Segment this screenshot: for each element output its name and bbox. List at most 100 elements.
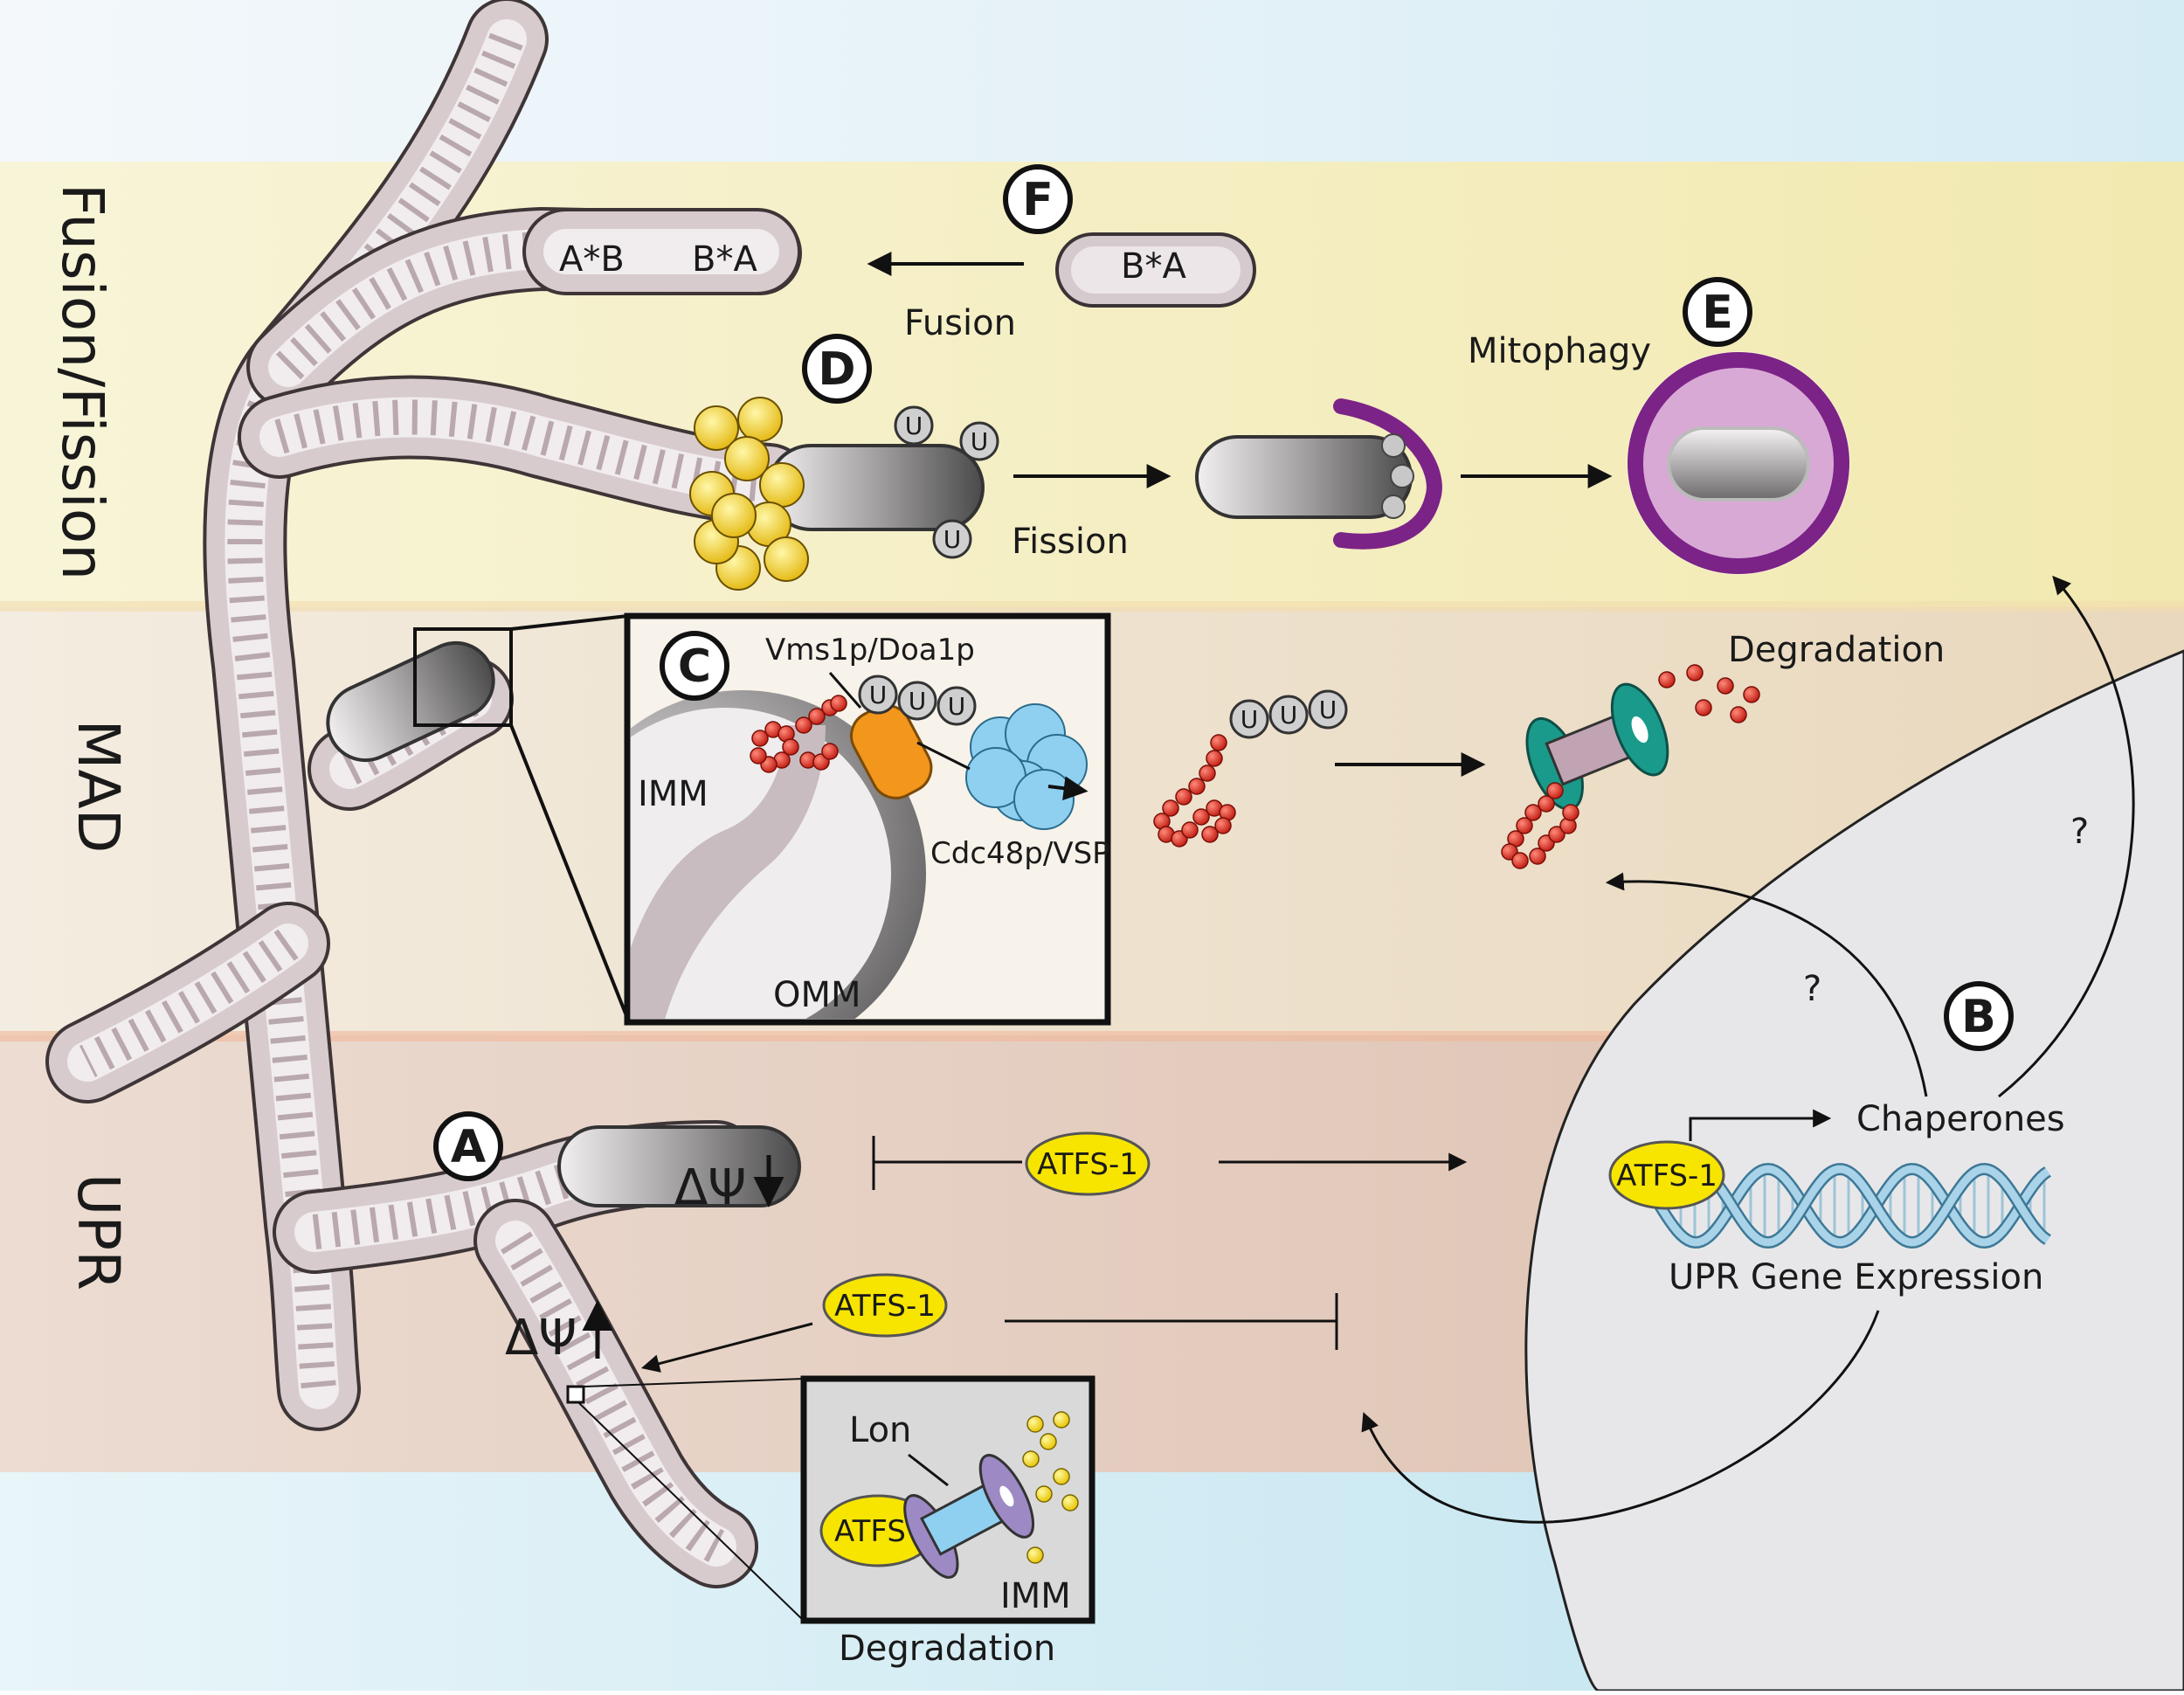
mitochondrial-network — [45, 0, 811, 1588]
atfs1-middle-pill — [822, 1273, 948, 1338]
transcription-arrow — [1689, 1109, 1832, 1141]
atfs1-top-pill — [1025, 1131, 1151, 1196]
label-atfs1-nucleus: ATFS-1 — [1616, 1159, 1717, 1193]
unfolded-protein-bead — [821, 743, 839, 760]
fission-protein-bead — [711, 493, 757, 538]
label-degradation-bottom: Degradation — [839, 1629, 1055, 1669]
label-omm: OMM — [773, 975, 861, 1015]
degraded-fragment — [1022, 1450, 1040, 1468]
unfolded-protein-bead — [1188, 778, 1206, 795]
tubule-top-branch — [246, 207, 802, 409]
fission-protein-bead — [724, 436, 770, 481]
label-b-star-a-small: B*A — [1121, 246, 1186, 287]
upr-to-mitochondria-arrow — [1361, 1310, 1880, 1524]
dna-helix — [1655, 1162, 2051, 1249]
label-degradation-top: Degradation — [1728, 630, 1945, 670]
ubiquitin-tag: U — [1308, 689, 1348, 730]
unfolded-protein-bead — [1524, 804, 1542, 821]
label-delta-psi-down: ΔΨ — [674, 1159, 746, 1216]
label-imm-inset-c: IMM — [638, 774, 708, 814]
zoom-source-box-a — [566, 1385, 585, 1404]
unfolded-protein-bead — [1562, 804, 1579, 821]
ubiquitin-tag: U — [894, 405, 934, 446]
unfolded-protein-bead — [1743, 686, 1760, 703]
label-chaperones: Chaperones — [1856, 1099, 2065, 1139]
section-label-fusion-fission: Fusion/Fission — [49, 183, 116, 580]
receptor-tag — [1381, 433, 1406, 458]
svg-text:U: U — [948, 692, 966, 721]
degraded-fragment — [1061, 1494, 1079, 1512]
svg-text:U: U — [943, 525, 962, 554]
svg-text:U: U — [905, 412, 923, 440]
svg-text:U: U — [1319, 695, 1337, 724]
unfolded-protein-bead — [1548, 826, 1565, 843]
degraded-fragment — [1053, 1411, 1070, 1429]
question-mark-2: ? — [1803, 969, 1821, 1009]
label-imm-inset-a: IMM — [1000, 1576, 1071, 1616]
atfs1-import-arrow — [640, 1322, 813, 1373]
unfolded-protein-bead — [1529, 848, 1546, 865]
tubule-left-lower-branch — [45, 902, 330, 1103]
label-a-star-b: A*B — [559, 239, 625, 280]
fission-protein-bead — [694, 405, 739, 451]
unfolded-protein-bead — [1192, 808, 1210, 826]
unfolded-protein-bead — [1695, 699, 1712, 716]
unfolded-protein-bead — [1199, 764, 1216, 782]
ubiquitin-tag: U — [959, 421, 999, 461]
degraded-fragment — [1026, 1415, 1044, 1433]
ubiquitin-tag: U — [897, 681, 937, 721]
degraded-fragment — [1040, 1433, 1057, 1450]
autophagosome — [1627, 351, 1850, 575]
ubiquitin-tag: U — [1229, 699, 1269, 739]
degraded-fragment — [1053, 1468, 1070, 1485]
ubiquitin-tag: U — [1268, 695, 1309, 735]
badge-e: E — [1683, 277, 1752, 347]
label-lon: Lon — [849, 1410, 911, 1450]
degraded-fragment — [1026, 1546, 1044, 1564]
unfolded-protein-bead — [1201, 826, 1219, 843]
label-delta-psi-up: ΔΨ — [505, 1310, 577, 1366]
unfolded-protein-bead — [1730, 706, 1747, 723]
mad-mitochondrion — [326, 640, 495, 763]
svg-text:E: E — [1702, 287, 1733, 339]
svg-text:U: U — [1280, 701, 1298, 730]
badge-b: B — [1944, 981, 2014, 1051]
unfolded-protein-bead — [1210, 734, 1227, 751]
ubiquitin-tag: U — [932, 519, 972, 559]
lon-protease — [903, 1454, 1035, 1579]
unfolded-protein-bead — [1516, 817, 1533, 834]
svg-text:U: U — [869, 681, 888, 709]
tagged-mitochondrion — [1195, 398, 1442, 550]
ubiquitin-tag: U — [936, 686, 977, 726]
label-fusion: Fusion — [904, 303, 1016, 343]
unfolded-protein-bead — [782, 738, 799, 756]
unfolded-protein-bead — [1538, 795, 1555, 813]
badge-c: C — [660, 631, 729, 701]
badge-d: D — [802, 334, 872, 404]
depolarized-mitochondrion — [557, 1125, 801, 1207]
unfolded-protein-bead — [750, 747, 767, 764]
unfolded-protein-bead — [1181, 821, 1199, 839]
section-label-upr: UPR — [65, 1173, 132, 1290]
unfolded-protein-bead — [1175, 788, 1192, 806]
unfolded-protein-bead — [1511, 852, 1529, 869]
unfolded-protein-bead — [1717, 677, 1734, 695]
tubule-lower-branch — [473, 1199, 758, 1588]
label-b-star-a: B*A — [692, 239, 757, 280]
svg-text:C: C — [678, 640, 711, 693]
fission-protein-bead — [759, 462, 805, 508]
unfolded-protein-bead — [795, 716, 812, 734]
unfolded-protein-bead — [1546, 782, 1564, 799]
receptor-tag — [1390, 464, 1414, 488]
small-mitochondrion-b-star-a: B*A — [1055, 232, 1256, 308]
svg-text:U: U — [1241, 705, 1259, 734]
chaperone-to-mad-arrow — [1605, 872, 1928, 1097]
ubiquitin-tag: U — [858, 675, 898, 715]
degraded-fragment — [1035, 1485, 1053, 1503]
label-mitophagy: Mitophagy — [1468, 331, 1651, 371]
unfolded-protein-chains — [750, 664, 1760, 869]
unfolded-protein-bead — [1214, 817, 1232, 834]
svg-text:A: A — [451, 1121, 486, 1173]
svg-text:U: U — [909, 687, 927, 716]
